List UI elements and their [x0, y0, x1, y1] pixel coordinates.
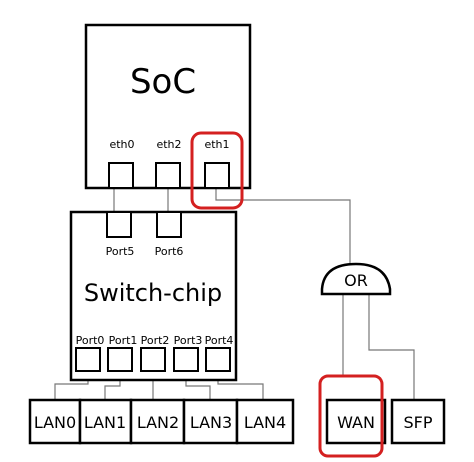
- switch-port-port3: [173, 347, 199, 372]
- wan-highlight: [318, 374, 384, 458]
- or-gate-label: OR: [344, 271, 368, 290]
- wire-or-sfp: [368, 294, 415, 400]
- switch-port-label-port5: Port5: [106, 245, 135, 258]
- switch-port-port0: [75, 347, 101, 372]
- soc-port-label-eth1: eth1: [204, 138, 229, 151]
- lan-ports: LAN0 LAN1 LAN2 LAN3 LAN4: [28, 398, 295, 445]
- switch-port-label-port6: Port6: [155, 245, 184, 258]
- switch-port-label-port3: Port3: [174, 334, 203, 347]
- sfp-box: [390, 398, 446, 445]
- wan-box: [325, 398, 387, 445]
- switch-block: Port5 Port6 Switch-chip Port0 Port1 Port…: [69, 210, 238, 382]
- soc-block: SoC eth0 eth2 eth1: [84, 23, 252, 190]
- lan-label-lan4: LAN4: [244, 413, 286, 432]
- lan-label-lan1: LAN1: [84, 413, 126, 432]
- soc-title: SoC: [130, 62, 196, 102]
- lan-label-lan0: LAN0: [34, 413, 76, 432]
- switch-port-port1: [107, 347, 133, 372]
- switch-port-label-port1: Port1: [109, 334, 138, 347]
- switch-port-port6: [156, 211, 182, 238]
- lan-label-lan2: LAN2: [137, 413, 179, 432]
- wan-port: WAN: [325, 398, 387, 445]
- switch-port-label-port2: Port2: [141, 334, 170, 347]
- or-gate: OR: [320, 262, 392, 296]
- switch-title: Switch-chip: [84, 279, 222, 307]
- lan-label-lan3: LAN3: [190, 413, 232, 432]
- wan-label: WAN: [337, 413, 375, 432]
- switch-port-port5: [106, 211, 132, 238]
- soc-port-eth2: [155, 162, 181, 189]
- switch-port-port2: [140, 347, 166, 372]
- soc-box: [84, 23, 252, 190]
- or-gate-shape: [320, 262, 392, 296]
- soc-port-label-eth0: eth0: [109, 138, 134, 151]
- eth1-highlight: [190, 131, 244, 210]
- lan-box-lan4: [235, 398, 295, 445]
- soc-port-eth1: [204, 162, 230, 189]
- soc-port-eth0: [108, 162, 134, 189]
- switch-port-label-port0: Port0: [76, 334, 105, 347]
- wire-eth1-or: [215, 188, 351, 268]
- soc-port-label-eth2: eth2: [156, 138, 181, 151]
- switch-port-port4: [205, 347, 231, 372]
- switch-port-label-port4: Port4: [205, 334, 234, 347]
- sfp-label: SFP: [403, 413, 432, 432]
- sfp-port: SFP: [390, 398, 446, 445]
